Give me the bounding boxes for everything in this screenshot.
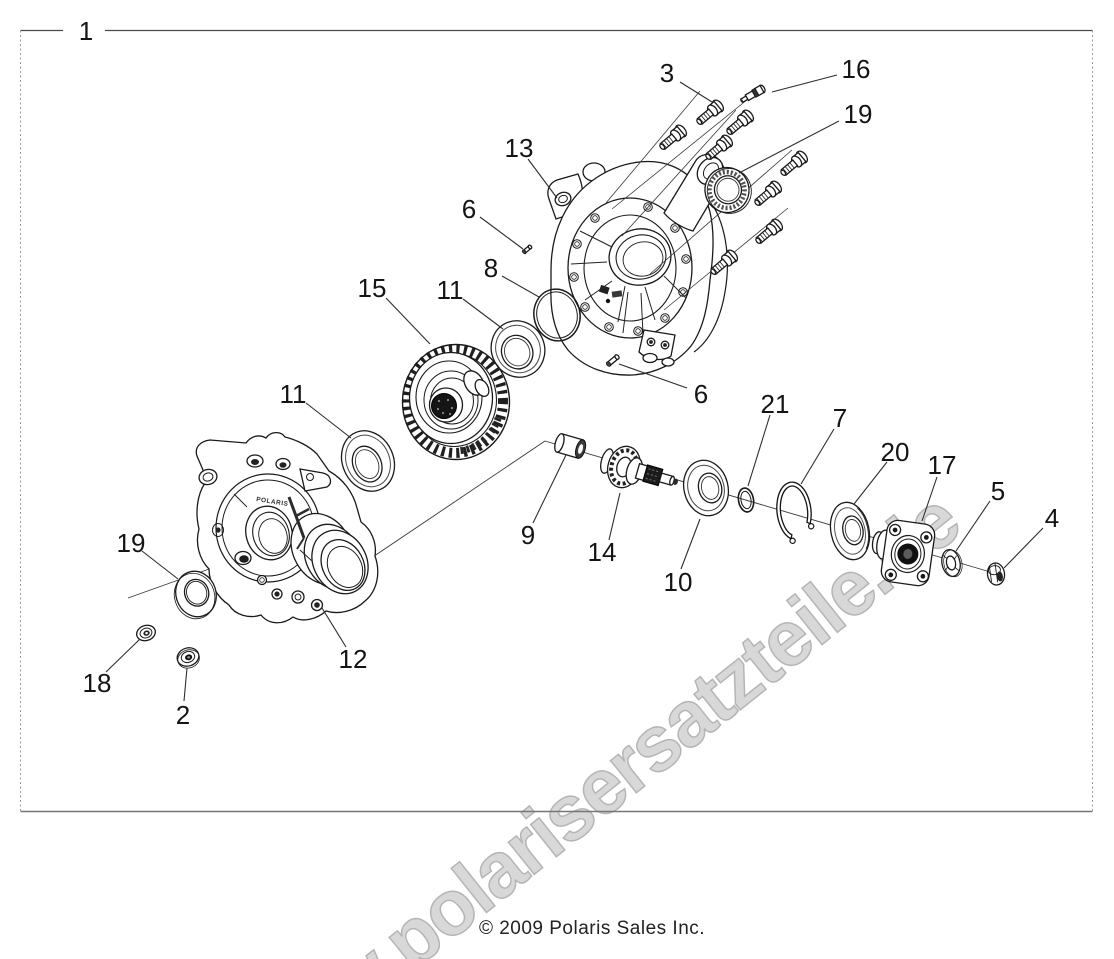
leader-line-21-18 xyxy=(747,414,771,487)
callout-3-1: 3 xyxy=(660,58,674,88)
callout-14-16: 14 xyxy=(588,537,617,567)
breather-fitting xyxy=(739,84,766,104)
callout-5-22: 5 xyxy=(991,476,1005,506)
leader-line-17-21 xyxy=(921,476,938,522)
leader-line-2-12 xyxy=(183,667,188,702)
callout-19-10: 19 xyxy=(117,528,146,558)
diagram-frame xyxy=(20,29,1093,813)
callout-20-20: 20 xyxy=(881,437,910,467)
dowel-pin-upper xyxy=(521,243,534,256)
bearing-left xyxy=(340,430,396,492)
callout-21-18: 21 xyxy=(761,389,790,419)
leader-line-13-4 xyxy=(527,158,558,199)
leader-line-4-23 xyxy=(1003,527,1044,569)
callout-17-21: 17 xyxy=(928,450,957,480)
callout-16-2: 16 xyxy=(842,54,871,84)
copyright-text: © 2009 Polaris Sales Inc. xyxy=(478,918,706,939)
callout-8-6: 8 xyxy=(484,253,498,283)
cover-ribs xyxy=(570,230,687,335)
callout-19-3: 19 xyxy=(844,99,873,129)
pinion-bearing xyxy=(682,459,730,517)
callout-13-4: 13 xyxy=(505,133,534,163)
drain-plug xyxy=(136,624,156,642)
callout-12-13: 12 xyxy=(339,644,368,674)
nut xyxy=(986,562,1006,586)
callout-6-5: 6 xyxy=(462,194,476,224)
callout-2-12: 2 xyxy=(176,700,190,730)
leader-line-6-14 xyxy=(618,363,688,389)
callout-18-11: 18 xyxy=(83,668,112,698)
leader-line-8-6 xyxy=(501,275,540,298)
leader-line-18-11 xyxy=(105,638,141,673)
spacer-bushing xyxy=(554,433,587,459)
leader-line-19-10 xyxy=(141,550,179,580)
leader-line-10-17 xyxy=(680,518,701,570)
callout-11-8: 11 xyxy=(437,275,464,305)
bearing-upper xyxy=(490,320,546,378)
o-ring-large xyxy=(533,288,581,342)
callout-15-7: 15 xyxy=(358,273,387,303)
output-seal-lower xyxy=(173,570,217,620)
pinion-seal xyxy=(829,501,871,561)
leader-line-15-7 xyxy=(385,297,431,345)
callout-4-23: 4 xyxy=(1045,503,1059,533)
leader-line-11-9 xyxy=(305,402,352,439)
leader-line-14-16 xyxy=(608,492,621,541)
callout-9-15: 9 xyxy=(521,520,535,550)
fill-plug xyxy=(176,647,200,669)
leader-line-9-15 xyxy=(532,454,567,524)
snap-ring xyxy=(776,481,815,545)
callout-7-19: 7 xyxy=(833,403,847,433)
washer xyxy=(941,549,963,578)
leader-line-11-8 xyxy=(462,298,504,330)
callout-10-17: 10 xyxy=(664,567,693,597)
o-ring-small xyxy=(737,487,755,513)
leader-line-6-5 xyxy=(479,216,524,250)
output-flange xyxy=(871,519,936,587)
ring-gear xyxy=(401,343,511,461)
callout-1-0: 1 xyxy=(79,16,93,46)
leader-line-5-22 xyxy=(955,500,991,552)
pinion-shaft xyxy=(600,445,678,489)
callout-6-14: 6 xyxy=(694,379,708,409)
leader-line-3-1 xyxy=(679,81,713,103)
spline-speckles xyxy=(436,398,454,416)
rear-cover-drawing xyxy=(547,153,729,376)
leader-line-16-2 xyxy=(771,74,838,93)
leader-line-12-13 xyxy=(321,607,347,648)
leader-line-19-3 xyxy=(738,120,840,174)
leader-line-7-19 xyxy=(800,428,835,485)
output-seal-upper xyxy=(704,166,752,214)
callout-11-9: 11 xyxy=(280,379,307,409)
leader-line-20-20 xyxy=(853,461,888,505)
